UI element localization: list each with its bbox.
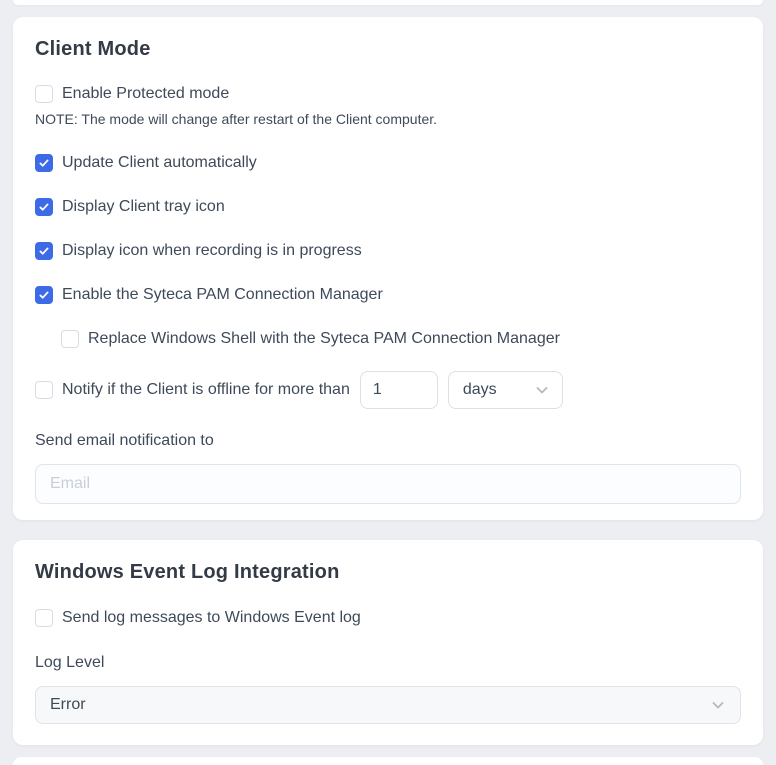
notify-offline-checkbox[interactable] — [35, 381, 53, 399]
checkbox-label: Enable Protected mode — [62, 85, 230, 102]
email-input[interactable] — [35, 464, 741, 504]
offline-duration-input[interactable] — [359, 371, 438, 409]
check-icon — [39, 159, 49, 167]
protected-mode-note: NOTE: The mode will change after restart… — [35, 111, 438, 127]
previous-card-bottom-edge — [13, 0, 763, 5]
event-log-title: Windows Event Log Integration — [35, 561, 340, 583]
checkbox-row-notify-offline[interactable]: Notify if the Client is offline for more… — [35, 379, 350, 401]
chevron-down-icon — [712, 702, 724, 709]
checkbox-label: Send log messages to Windows Event log — [62, 609, 361, 626]
checkbox-label: Replace Windows Shell with the Syteca PA… — [88, 330, 560, 347]
checkbox-label: Display icon when recording is in progre… — [62, 242, 362, 259]
checkbox-row-enable-protected-mode[interactable]: Enable Protected mode — [35, 83, 229, 105]
checkbox-row-update-client-automatically[interactable]: Update Client automatically — [35, 152, 257, 174]
client-mode-card: Client Mode Enable Protected mode NOTE: … — [13, 17, 763, 520]
offline-duration-unit-select[interactable]: days — [447, 371, 563, 409]
enable-pam-checkbox[interactable] — [35, 286, 53, 304]
enable-protected-mode-checkbox[interactable] — [35, 85, 53, 103]
update-client-checkbox[interactable] — [35, 154, 53, 172]
checkbox-row-replace-windows-shell[interactable]: Replace Windows Shell with the Syteca PA… — [61, 328, 560, 350]
client-mode-title: Client Mode — [35, 38, 151, 60]
check-icon — [39, 203, 49, 211]
checkbox-row-send-log-messages[interactable]: Send log messages to Windows Event log — [35, 607, 361, 629]
offline-notification-row: Notify if the Client is offline for more… — [35, 371, 741, 409]
log-level-select[interactable]: Error — [35, 686, 741, 724]
checkbox-label: Notify if the Client is offline for more… — [62, 381, 350, 398]
check-icon — [39, 291, 49, 299]
checkbox-label: Display Client tray icon — [62, 198, 225, 215]
email-notification-label: Send email notification to — [35, 432, 214, 449]
windows-event-log-card: Windows Event Log Integration Send log m… — [13, 540, 763, 745]
replace-windows-shell-checkbox[interactable] — [61, 330, 79, 348]
next-card-top-edge — [13, 757, 763, 765]
checkbox-label: Enable the Syteca PAM Connection Manager — [62, 286, 383, 303]
selected-log-level: Error — [50, 696, 86, 713]
display-tray-icon-checkbox[interactable] — [35, 198, 53, 216]
checkbox-label: Update Client automatically — [62, 154, 257, 171]
checkbox-row-enable-pam-connection-manager[interactable]: Enable the Syteca PAM Connection Manager — [35, 284, 383, 306]
selected-unit: days — [462, 381, 497, 398]
log-level-label: Log Level — [35, 654, 105, 671]
display-recording-icon-checkbox[interactable] — [35, 242, 53, 260]
check-icon — [39, 247, 49, 255]
chevron-down-icon — [536, 387, 548, 394]
checkbox-row-display-tray-icon[interactable]: Display Client tray icon — [35, 196, 225, 218]
send-log-messages-checkbox[interactable] — [35, 609, 53, 627]
checkbox-row-display-recording-icon[interactable]: Display icon when recording is in progre… — [35, 240, 362, 262]
